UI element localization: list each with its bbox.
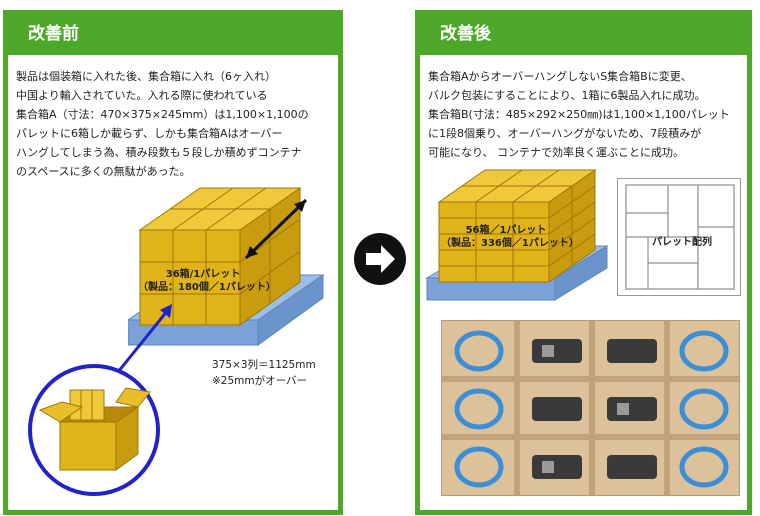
right-arrow-icon — [354, 233, 406, 285]
product-box-photo — [441, 320, 740, 496]
after-pallet-label: 56箱／1パレット （製品：336個／1パレット） — [441, 225, 579, 249]
open-box-closeup — [28, 364, 160, 496]
before-description: 製品は個装箱に入れた後、集合箱に入れ（6ヶ入れ） 中国より輸入されていた。入れる… — [16, 70, 309, 178]
after-description: 集合箱AからオーバーハングしないS集合箱Bに変更、 バルク包装にすることにより、… — [428, 70, 730, 159]
pallet-layout-diagram: パレット配列 — [617, 178, 741, 296]
pointer-arrow-icon — [116, 304, 172, 373]
before-pallet-label: 36箱/1パレット （製品：180個／1パレット） — [138, 269, 276, 293]
layout-label: パレット配列 — [652, 237, 712, 248]
before-pallet-illustration — [128, 187, 325, 346]
before-dimension-note: 375×3列＝1125mm ※25mmがオーバー — [212, 359, 316, 387]
after-heading: 改善後 — [420, 15, 747, 55]
after-pallet-illustration — [425, 169, 609, 301]
before-heading: 改善前 — [8, 15, 338, 55]
